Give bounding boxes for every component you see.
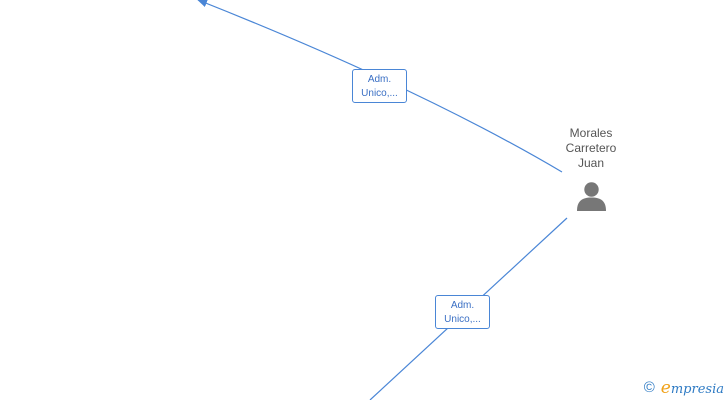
copyright-icon: © [643,379,655,396]
edge-label-1-line-2: Unico,... [361,88,398,99]
person-name-line-1: Morales [569,126,613,140]
brand-logo: empresia [661,378,724,398]
person-name-line-2: Carretero [565,141,617,155]
edge-label-1[interactable]: Adm. Unico,... [352,69,407,103]
brand-logo-rest: mpresia [670,382,724,397]
edge-label-2[interactable]: Adm. Unico,... [435,295,490,329]
edge-label-2-line-1: Adm. [450,300,475,311]
brand-logo-initial: e [660,378,671,398]
person-icon[interactable] [576,181,607,211]
person-name-line-3: Juan [577,156,605,170]
person-name[interactable]: Morales Carretero Juan [551,126,631,171]
edge-label-1-line-1: Adm. [367,74,392,85]
edge-label-2-line-2: Unico,... [444,314,481,325]
watermark: © empresia [644,378,724,398]
